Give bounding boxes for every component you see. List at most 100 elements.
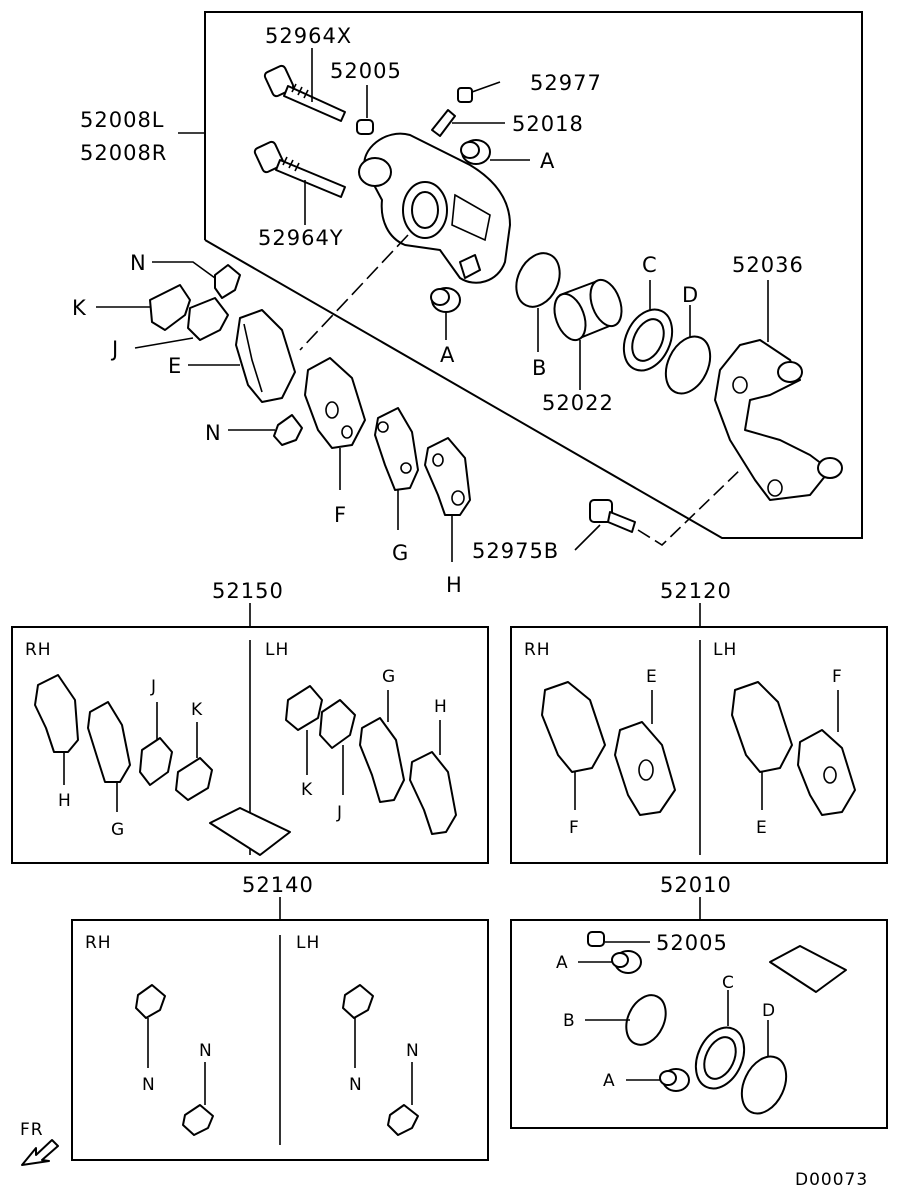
callout-52964x: 52964X: [265, 24, 352, 48]
kit-clips-rh: RH: [85, 933, 112, 953]
callout-g: G: [392, 541, 409, 565]
callout-52022: 52022: [542, 391, 614, 415]
kit-shims-h-lh: H: [434, 697, 448, 717]
kit-clips-n-rh1: N: [142, 1075, 156, 1095]
kit-shims-frame: [11, 626, 489, 864]
kit-pads-rh: RH: [524, 640, 551, 660]
dust-boot-c: [622, 308, 674, 372]
kit-pads-frame: [510, 626, 888, 864]
brake-pad-f: [304, 357, 366, 449]
kit-shims-k-lh: K: [301, 780, 313, 800]
leader-j: [134, 337, 194, 349]
callout-a-top: A: [540, 149, 555, 173]
callout-n-top: N: [130, 251, 147, 275]
shim-j: [187, 297, 229, 341]
kit-seals-a2: A: [603, 1071, 616, 1091]
piston-part: [553, 278, 623, 342]
callout-52008l: 52008L: [80, 108, 165, 132]
kit-pads-f-lh: F: [832, 667, 843, 687]
callout-52005: 52005: [330, 59, 402, 83]
callout-k: K: [72, 296, 87, 320]
callout-f: F: [334, 503, 347, 527]
kit-seals-d: D: [762, 1001, 776, 1021]
callout-n-bottom: N: [205, 421, 222, 445]
kit-pads: 52120 RH LH F E E F: [510, 579, 888, 864]
caliper-bracket: [714, 339, 843, 501]
main-frame: [204, 11, 863, 539]
kit-shims-rh: RH: [25, 640, 52, 660]
clip-n-top: [214, 264, 241, 299]
kit-shims-k-rh: K: [191, 700, 203, 720]
kit-pads-number: 52120: [660, 579, 732, 603]
kit-seals-a1: A: [556, 953, 569, 973]
brake-pad-e: [235, 309, 296, 403]
kit-shims-g-rh: G: [111, 820, 125, 840]
callout-d: D: [682, 283, 699, 307]
callout-j: J: [110, 337, 119, 361]
shim-h: [424, 437, 471, 516]
kit-seals: 52010 52005 A B A C D: [510, 873, 888, 1129]
kit-seals-52005: 52005: [656, 931, 728, 955]
sleeve-boot-a-bottom: [430, 287, 461, 313]
kit-seals-frame: [510, 919, 888, 1129]
pad-shim-group: N K J E F N: [72, 251, 471, 597]
bracket-bolt: [589, 499, 636, 533]
diagram-code: D00073: [795, 1170, 868, 1187]
grease-packet: [209, 807, 291, 856]
callout-52036: 52036: [732, 253, 804, 277]
sleeve-boot-a-top: [460, 139, 491, 165]
kit-pads-lh: LH: [713, 640, 737, 660]
bolt-axis: [637, 467, 743, 547]
clip-n-bottom: [273, 414, 303, 446]
kit-clips-n-lh1: N: [349, 1075, 363, 1095]
kit-clips: 52140 RH LH N N N N: [71, 873, 489, 1161]
callout-c: C: [642, 253, 658, 277]
callout-52977: 52977: [530, 71, 602, 95]
callout-52018: 52018: [512, 112, 584, 136]
main-assembly: 52008L 52008R 52964X 52964Y 52005 52977 …: [80, 11, 863, 563]
boot-part: [356, 119, 374, 135]
kit-clips-number: 52140: [242, 873, 314, 897]
kit-seals-number: 52010: [660, 873, 732, 897]
kit-clips-frame: [71, 919, 489, 1161]
guide-bolt-y: [253, 140, 346, 198]
kit-pads-f-rh: F: [569, 818, 580, 838]
kit-shims: 52150 RH LH H G J K K J G H: [11, 579, 489, 864]
caliper-body: [358, 132, 511, 284]
kit-seals-b: B: [563, 1011, 576, 1031]
kit-clips-n-lh2: N: [406, 1041, 420, 1061]
callout-52964y: 52964Y: [258, 226, 344, 250]
assembly-axis: [299, 234, 409, 351]
piston-seal-b: [515, 252, 561, 308]
grease-packet-2: [769, 945, 847, 993]
bleeder-screw-part: [431, 109, 456, 137]
ring-d: [664, 335, 712, 395]
callout-e: E: [168, 354, 182, 378]
leader-n-top: [152, 261, 216, 279]
leader-52977: [471, 81, 501, 93]
kit-shims-number: 52150: [212, 579, 284, 603]
arrow-down-left-icon: [21, 1139, 59, 1166]
callout-a-bottom: A: [440, 343, 455, 367]
kit-shims-g-lh: G: [382, 667, 396, 687]
callout-h: H: [446, 573, 463, 597]
kit-clips-lh: LH: [296, 933, 320, 953]
callout-52008r: 52008R: [80, 141, 167, 165]
front-indicator: FR: [20, 1120, 59, 1166]
leader-52975b: [574, 524, 601, 551]
guide-bolt-x: [263, 64, 346, 122]
kit-seals-c: C: [722, 973, 735, 993]
front-indicator-label: FR: [20, 1120, 44, 1140]
kit-shims-j-lh: J: [336, 803, 343, 823]
callout-52975b: 52975B: [472, 539, 559, 563]
shim-g: [374, 407, 419, 491]
kit-pads-e-rh: E: [646, 667, 658, 687]
shim-k: [149, 284, 191, 331]
bleeder-cap-part: [457, 87, 473, 103]
kit-clips-n-rh2: N: [199, 1041, 213, 1061]
kit-shims-j-rh: J: [150, 677, 157, 697]
kit-shims-lh: LH: [265, 640, 289, 660]
kit-shims-h-rh: H: [58, 791, 72, 811]
callout-b: B: [532, 356, 547, 380]
